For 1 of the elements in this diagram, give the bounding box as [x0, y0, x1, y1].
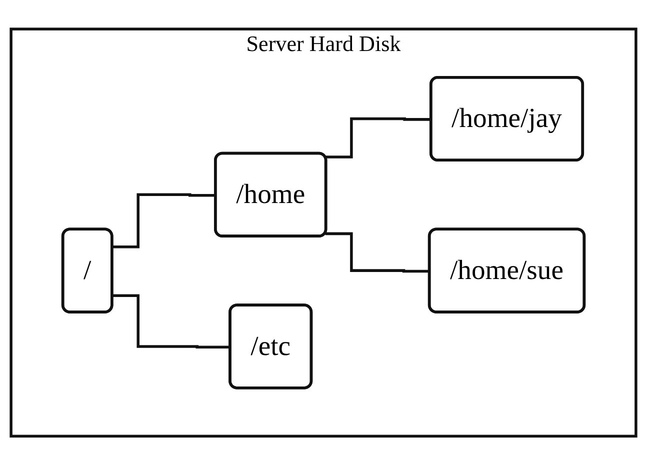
connector: [325, 232, 430, 274]
